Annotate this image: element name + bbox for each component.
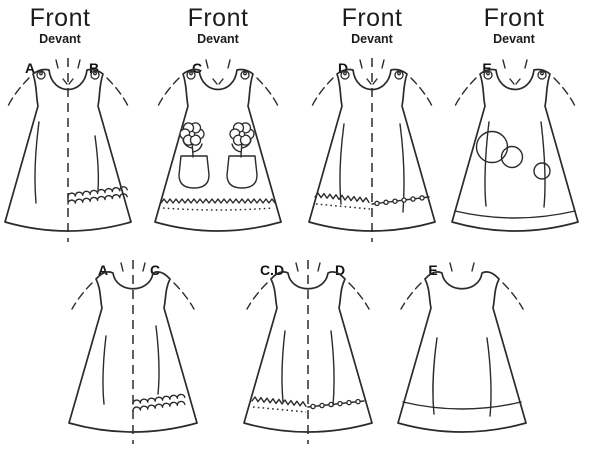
heading-title: Front xyxy=(29,4,91,32)
ruffle-trim xyxy=(67,186,128,198)
dress-outline xyxy=(243,271,373,433)
shoulder-button-icon xyxy=(186,70,250,80)
dress-back-view-a-c: A C xyxy=(68,260,198,444)
arm-dash xyxy=(454,77,576,107)
shoulder-button-icon xyxy=(483,70,547,80)
view-label-c: C xyxy=(150,262,160,278)
seam-line xyxy=(102,325,160,405)
neck-dash xyxy=(295,262,321,272)
hem-band xyxy=(402,401,522,410)
view-label-d: D xyxy=(338,60,348,76)
stitch-dots xyxy=(315,203,371,210)
dress-back-view-cd-d: C.D D xyxy=(243,260,373,444)
dress-back-view-e: E xyxy=(397,262,527,433)
heading-front-3: Front Devant xyxy=(302,4,442,47)
circle-applique xyxy=(475,130,551,180)
rickrack-trim xyxy=(314,192,370,204)
view-label-cd: C.D xyxy=(260,262,284,278)
neck-dash xyxy=(449,262,475,272)
ruffle-trim xyxy=(132,393,186,405)
heading-title: Front xyxy=(341,4,403,32)
patch-pocket xyxy=(178,155,210,189)
ruffle-trim xyxy=(132,400,186,412)
dress-outline xyxy=(68,271,198,433)
rickrack-trim xyxy=(160,198,276,204)
heading-title: Front xyxy=(483,4,545,32)
dress-outline xyxy=(4,68,132,232)
neck-dash xyxy=(55,59,81,69)
neck-dash xyxy=(120,262,146,272)
neck-point-dash xyxy=(212,78,224,85)
dress-outline xyxy=(397,271,527,433)
neck-dash xyxy=(359,59,385,69)
dress-outline xyxy=(308,68,436,232)
view-label-e: E xyxy=(428,262,437,278)
flower-applique xyxy=(179,122,205,158)
rickrack-trim xyxy=(251,396,307,408)
arm-dash xyxy=(7,77,129,107)
neck-dash xyxy=(502,59,528,69)
dress-outline xyxy=(154,68,282,232)
dress-front-view-a-b: A B xyxy=(4,58,132,242)
view-label-d: D xyxy=(335,262,345,278)
dress-front-view-e: E xyxy=(451,59,579,232)
seam-line xyxy=(34,121,100,204)
view-label-a: A xyxy=(25,60,35,76)
heading-front-1: Front Devant xyxy=(0,4,130,47)
dress-front-view-d: D xyxy=(308,58,436,242)
neck-point-dash xyxy=(366,78,378,85)
stitch-dots xyxy=(162,207,274,211)
shoulder-button-icon xyxy=(340,70,404,80)
shoulder-button-icon xyxy=(36,70,100,80)
bead-trim xyxy=(307,398,365,410)
heading-subtitle: Devant xyxy=(197,32,239,47)
heading-subtitle: Devant xyxy=(351,32,393,47)
stitch-dots xyxy=(252,406,307,413)
flower-applique xyxy=(229,122,255,158)
view-label-a: A xyxy=(98,262,108,278)
seam-line xyxy=(281,330,335,407)
hem-band xyxy=(454,210,576,219)
heading-title: Front xyxy=(187,4,249,32)
view-label-c: C xyxy=(192,60,202,76)
seam-line xyxy=(484,121,546,208)
heading-subtitle: Devant xyxy=(39,32,81,47)
heading-subtitle: Devant xyxy=(493,32,535,47)
arm-dash xyxy=(157,77,279,107)
neck-point-dash xyxy=(509,78,521,85)
patch-pocket xyxy=(226,155,258,189)
neck-point-dash xyxy=(62,78,74,85)
bead-trim xyxy=(371,195,430,207)
dress-front-view-c: C xyxy=(154,59,282,232)
view-label-b: B xyxy=(89,60,99,76)
dress-outline xyxy=(451,68,579,232)
ruffle-trim xyxy=(67,193,128,205)
arm-dash xyxy=(246,282,370,310)
arm-dash xyxy=(400,282,524,310)
heading-front-4: Front Devant xyxy=(444,4,584,47)
arm-dash xyxy=(311,77,433,107)
neck-dash xyxy=(205,59,231,69)
heading-front-2: Front Devant xyxy=(148,4,288,47)
seam-line xyxy=(432,337,492,417)
view-label-e: E xyxy=(482,60,491,76)
arm-dash xyxy=(71,282,195,310)
